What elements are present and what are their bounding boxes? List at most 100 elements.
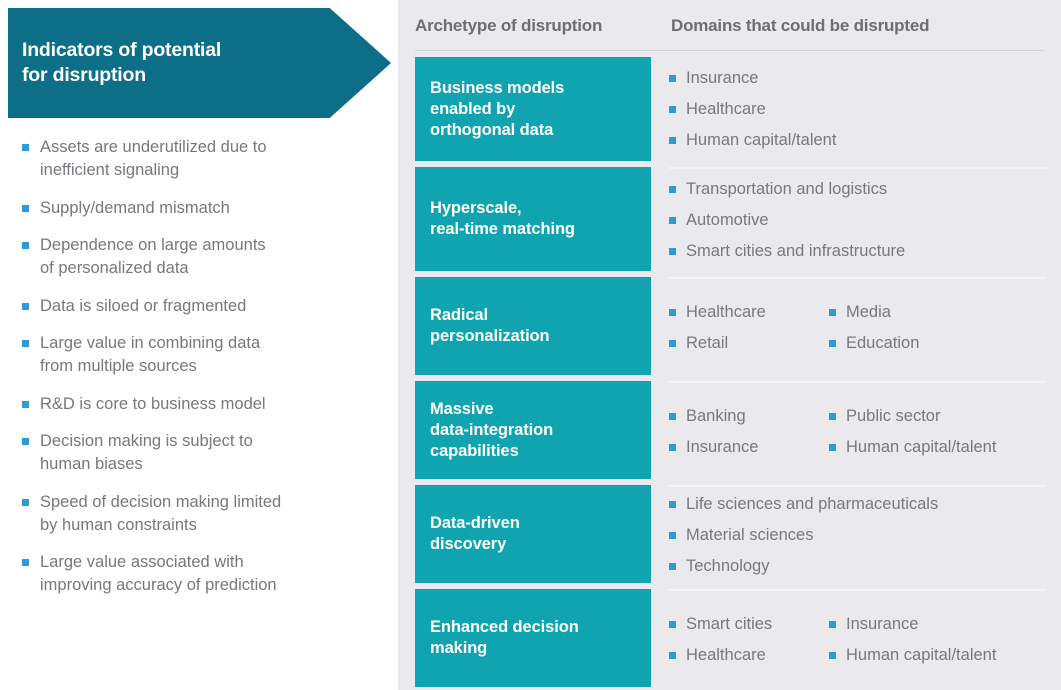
bullet-square-icon xyxy=(22,340,29,347)
bullet-square-icon xyxy=(669,186,676,193)
indicator-item: Speed of decision making limited by huma… xyxy=(22,491,378,537)
bullet-square-icon xyxy=(22,559,29,566)
bullet-square-icon xyxy=(829,308,836,316)
disruption-table-panel: Archetype of disruption Domains that cou… xyxy=(398,0,1061,690)
bullet-square-icon xyxy=(669,308,676,316)
domain-item-label: Automotive xyxy=(686,211,769,229)
domain-item: Healthcare xyxy=(669,98,836,120)
indicator-item-label: Data is siloed or fragmented xyxy=(40,296,247,315)
indicator-item: Large value in combining data from multi… xyxy=(22,332,378,378)
table-row: Business models enabled by orthogonal da… xyxy=(398,57,1061,161)
archetype-tile[interactable]: Massive data-integration capabilities xyxy=(415,381,651,479)
domain-item: Healthcare xyxy=(669,644,829,666)
domain-item-label: Media xyxy=(846,302,891,321)
domain-item: Public sector xyxy=(829,405,996,427)
archetype-tile[interactable]: Hyperscale, real-time matching xyxy=(415,167,651,271)
bullet-square-icon xyxy=(669,532,676,539)
domain-item-label: Insurance xyxy=(846,614,919,633)
domain-item-label: Transportation and logistics xyxy=(686,180,888,198)
domain-item: Insurance xyxy=(669,436,829,458)
bullet-square-icon xyxy=(22,144,29,151)
indicator-item-label: Large value in combining data from multi… xyxy=(40,334,261,375)
bullet-square-icon xyxy=(669,106,676,113)
indicator-item-label: R&D is core to business model xyxy=(40,394,266,413)
archetype-tile[interactable]: Data-driven discovery xyxy=(415,485,651,583)
indicator-item: Assets are underutilized due to ineffici… xyxy=(22,136,378,182)
table-row: Massive data-integration capabilities Ban… xyxy=(398,381,1061,479)
indicator-item: Large value associated with improving ac… xyxy=(22,551,378,597)
bullet-square-icon xyxy=(669,501,676,508)
domain-item: Smart cities xyxy=(669,613,829,635)
indicators-banner-title: Indicators of potential for disruption xyxy=(22,39,222,86)
domain-item-label: Healthcare xyxy=(686,645,766,664)
bullet-square-icon xyxy=(22,204,29,212)
bullet-square-icon xyxy=(669,137,676,144)
domain-item: Retail xyxy=(669,332,829,354)
domain-item: Banking xyxy=(669,405,829,427)
domain-item-label: Healthcare xyxy=(686,100,766,118)
bullet-square-icon xyxy=(669,217,676,224)
domain-item: Human capital/talent xyxy=(829,644,996,666)
indicators-panel: Indicators of potential for disruption A… xyxy=(0,0,398,690)
domain-item: Healthcare xyxy=(669,301,829,323)
domain-item: Human capital/talent xyxy=(829,436,996,458)
indicator-item: R&D is core to business model xyxy=(22,393,378,416)
bullet-square-icon xyxy=(22,498,29,506)
column-header-archetype: Archetype of disruption xyxy=(415,16,603,35)
bullet-square-icon xyxy=(22,242,29,249)
domain-item-label: Banking xyxy=(686,406,746,425)
bullet-square-icon xyxy=(669,651,676,659)
indicator-item-label: Speed of decision making limited by huma… xyxy=(40,492,282,534)
domain-item: Transportation and logistics xyxy=(669,178,905,200)
domain-item: Insurance xyxy=(669,67,836,89)
domain-item-label: Human capital/talent xyxy=(846,645,997,664)
indicator-item: Data is siloed or fragmented xyxy=(22,295,378,318)
indicator-item: Dependence on large amounts of personali… xyxy=(22,234,378,280)
indicator-item: Decision making is subject to human bias… xyxy=(22,430,378,476)
archetype-tile[interactable]: Enhanced decision making xyxy=(415,589,651,687)
domain-item-label: Retail xyxy=(686,333,729,352)
domain-item-label: Life sciences and pharmaceuticals xyxy=(686,495,939,513)
archetype-tile[interactable]: Business models enabled by orthogonal da… xyxy=(415,57,651,161)
domain-item: Media xyxy=(829,301,919,323)
bullet-square-icon xyxy=(829,339,836,347)
bullet-square-icon xyxy=(829,412,836,420)
table-header: Archetype of disruption Domains that cou… xyxy=(415,16,1044,51)
indicator-item-label: Decision making is subject to human bias… xyxy=(40,432,253,473)
bullet-square-icon xyxy=(669,620,676,628)
domain-item: Insurance xyxy=(829,613,996,635)
domain-item-label: Smart cities xyxy=(686,614,773,633)
domain-item: Material sciences xyxy=(669,524,938,546)
archetype-tile[interactable]: Radical personalization xyxy=(415,277,651,375)
bullet-square-icon xyxy=(669,443,676,451)
table-row: Hyperscale, real-time matching Transporta… xyxy=(398,167,1061,271)
domain-item-label: Human capital/talent xyxy=(846,437,997,456)
bullet-square-icon xyxy=(22,302,29,310)
indicator-item-label: Supply/demand mismatch xyxy=(40,198,230,217)
bullet-square-icon xyxy=(22,400,29,408)
bullet-square-icon xyxy=(22,438,29,445)
column-header-domains: Domains that could be disrupted xyxy=(671,16,930,35)
domain-item-label: Technology xyxy=(686,557,770,575)
bullet-square-icon xyxy=(669,412,676,420)
domain-item: Technology xyxy=(669,555,938,577)
domain-item: Life sciences and pharmaceuticals xyxy=(669,493,938,515)
domain-item-label: Insurance xyxy=(686,69,759,87)
domain-item-label: Education xyxy=(846,333,920,352)
indicator-item: Supply/demand mismatch xyxy=(22,197,378,220)
bullet-square-icon xyxy=(669,339,676,347)
domain-item-label: Insurance xyxy=(686,437,759,456)
domain-item-label: Human capital/talent xyxy=(686,131,837,149)
